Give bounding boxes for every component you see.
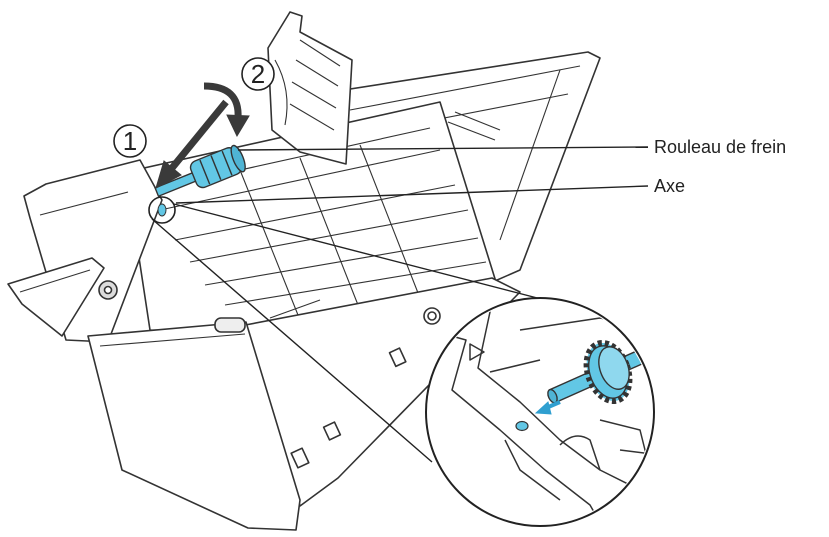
step-1-number: 1 (123, 126, 137, 156)
step-2-number: 2 (251, 59, 265, 89)
label-shaft: Axe (654, 176, 685, 196)
label-brake-roller: Rouleau de frein (654, 137, 786, 157)
magnifier-inset (426, 298, 665, 537)
front-cover-roller (215, 318, 245, 332)
detail-shaft-hole (516, 422, 528, 431)
step-2-badge: 2 (242, 58, 274, 90)
step-2-arrow (204, 86, 249, 136)
step-1-badge: 1 (114, 125, 146, 157)
